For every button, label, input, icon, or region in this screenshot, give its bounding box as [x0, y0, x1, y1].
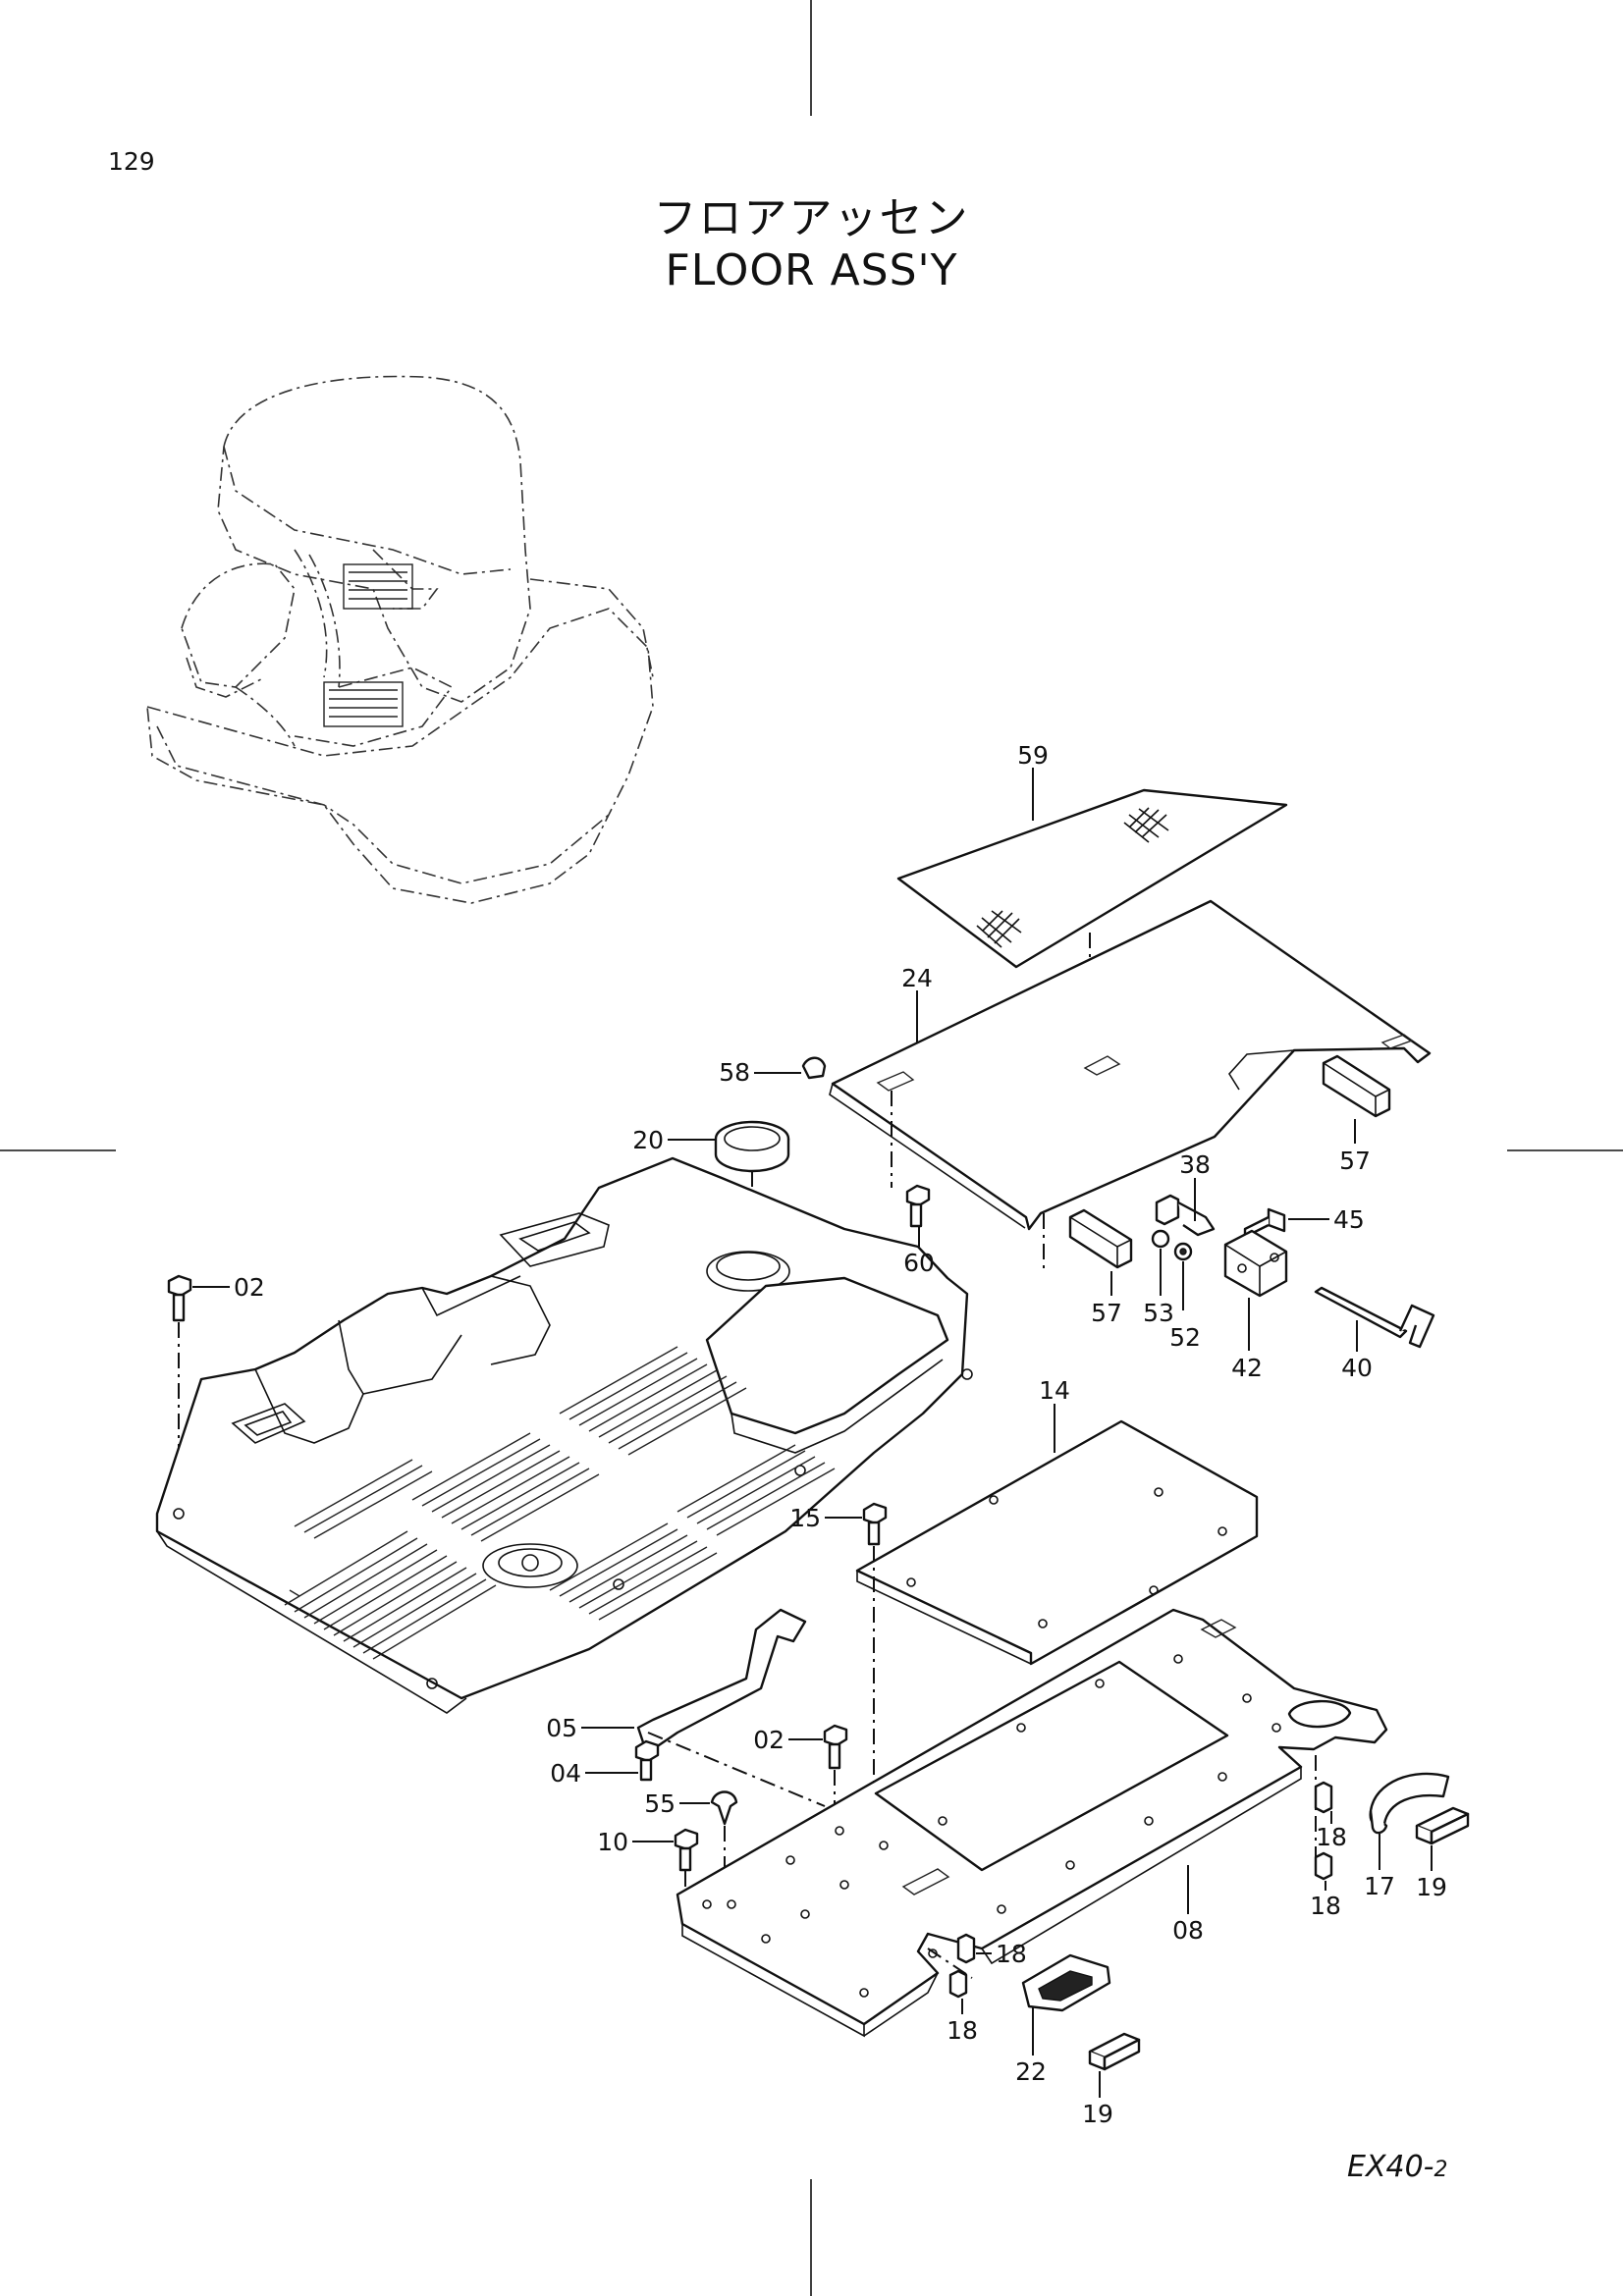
part-18-block-d — [948, 1969, 968, 2014]
callout-55: 55 — [644, 1789, 676, 1818]
model-code-main: EX40- — [1347, 2150, 1434, 2184]
callout-10: 10 — [597, 1828, 628, 1856]
callout-38: 38 — [1179, 1150, 1211, 1179]
callout-40: 40 — [1341, 1354, 1373, 1382]
callout-14: 14 — [1039, 1376, 1070, 1405]
callout-17: 17 — [1364, 1872, 1395, 1900]
callout-57-lower: 57 — [1091, 1299, 1122, 1327]
callout-19-bottom: 19 — [1082, 2100, 1113, 2128]
callout-04: 04 — [550, 1759, 581, 1788]
part-57-rubber-strip-upper — [1322, 1054, 1391, 1144]
part-52-nut — [1173, 1242, 1193, 1310]
part-18-block-c — [956, 1933, 992, 1964]
part-19-strip-bottom — [1088, 2032, 1141, 2098]
excavator-overview-sketch — [146, 375, 654, 904]
callout-labels: 59 24 58 20 57 60 38 45 57 53 52 42 40 0… — [234, 741, 1447, 2128]
model-code: EX40-2 — [1347, 2150, 1448, 2184]
callout-08: 08 — [1172, 1916, 1204, 1945]
callout-18-a: 18 — [1316, 1823, 1347, 1851]
callout-59: 59 — [1017, 741, 1049, 770]
part-58-grommet — [754, 1056, 827, 1080]
part-19-strip-right — [1415, 1806, 1470, 1871]
title-english: FLOOR ASS'Y — [665, 245, 958, 295]
part-53-washer — [1151, 1229, 1170, 1296]
callout-02-upper: 02 — [234, 1273, 265, 1302]
part-14-inspection-cover — [855, 1404, 1259, 1666]
part-24-floor-cover — [829, 899, 1432, 1270]
callout-53: 53 — [1143, 1299, 1174, 1327]
callout-18-c: 18 — [996, 1940, 1027, 1968]
part-22-grommet-boot — [1021, 1953, 1111, 2056]
part-17-half-ring-seal — [1369, 1772, 1450, 1870]
page-number: 129 — [108, 147, 155, 176]
part-60-bolt — [905, 1184, 931, 1247]
floor-grating — [284, 1346, 836, 1660]
part-18-block-b — [1314, 1851, 1333, 1891]
callout-15: 15 — [789, 1504, 821, 1532]
floor-base — [155, 1156, 973, 1714]
part-59-floor-mat — [896, 768, 1288, 1029]
callout-22: 22 — [1015, 2057, 1047, 2086]
part-40-lever-rod — [1314, 1286, 1435, 1352]
callout-58: 58 — [719, 1058, 750, 1087]
callout-18-d: 18 — [947, 2016, 978, 2045]
part-38-lock-assembly — [1155, 1178, 1216, 1237]
part-57-rubber-strip-lower — [1068, 1208, 1133, 1296]
callout-42: 42 — [1231, 1354, 1263, 1382]
part-42-bracket — [1223, 1229, 1288, 1351]
callout-02-lower: 02 — [753, 1726, 784, 1754]
callout-57-upper: 57 — [1339, 1147, 1371, 1175]
part-04-bolt — [585, 1739, 660, 1782]
part-02-bolt-lower — [788, 1724, 848, 1806]
part-20-round-plug — [668, 1120, 790, 1266]
callout-45: 45 — [1333, 1205, 1365, 1234]
model-code-suffix: 2 — [1434, 2158, 1448, 2182]
part-18-block-a — [1314, 1781, 1333, 1824]
callout-20: 20 — [632, 1126, 664, 1154]
part-08-floor-plate — [676, 1608, 1388, 2038]
callout-05: 05 — [546, 1714, 577, 1742]
callout-52: 52 — [1169, 1323, 1201, 1352]
part-05-bracket-arm — [581, 1608, 826, 1807]
callout-60: 60 — [903, 1249, 935, 1277]
part-15-bolt — [825, 1502, 888, 1796]
callout-24: 24 — [901, 964, 933, 992]
part-45-bolt — [1243, 1207, 1329, 1239]
callout-19-right: 19 — [1416, 1873, 1447, 1901]
title-japanese: フロアアッセン — [653, 193, 970, 243]
callout-18-b: 18 — [1310, 1892, 1341, 1920]
